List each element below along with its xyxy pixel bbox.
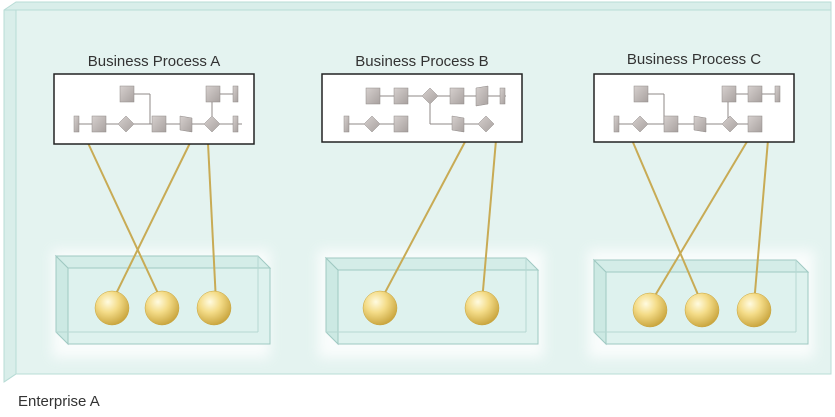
- enterprise-label: Enterprise A: [18, 393, 100, 410]
- service-sphere: [144, 290, 180, 326]
- service-sphere: [196, 290, 232, 326]
- service-spheres: [94, 290, 772, 328]
- connector-c2: [649, 139, 749, 305]
- process-box-b: [321, 73, 523, 143]
- connector-c3: [753, 139, 769, 305]
- connector-a1: [87, 142, 163, 303]
- connector-a2: [111, 142, 191, 303]
- service-sphere: [736, 292, 772, 328]
- service-container-b: [324, 256, 540, 346]
- service-sphere: [632, 292, 668, 328]
- service-sphere: [684, 292, 720, 328]
- service-sphere: [464, 290, 500, 326]
- connector-b1: [379, 139, 467, 303]
- connector-a3: [207, 142, 217, 303]
- process-box-a: [53, 73, 255, 145]
- process-title-c: Business Process C: [627, 51, 761, 68]
- process-box-c: [593, 73, 795, 143]
- connector-b2: [481, 139, 497, 303]
- connectors: [87, 139, 769, 305]
- process-title-b: Business Process B: [355, 53, 488, 70]
- service-sphere: [94, 290, 130, 326]
- process-title-a: Business Process A: [88, 53, 221, 70]
- connector-c1: [631, 139, 703, 305]
- service-sphere: [362, 290, 398, 326]
